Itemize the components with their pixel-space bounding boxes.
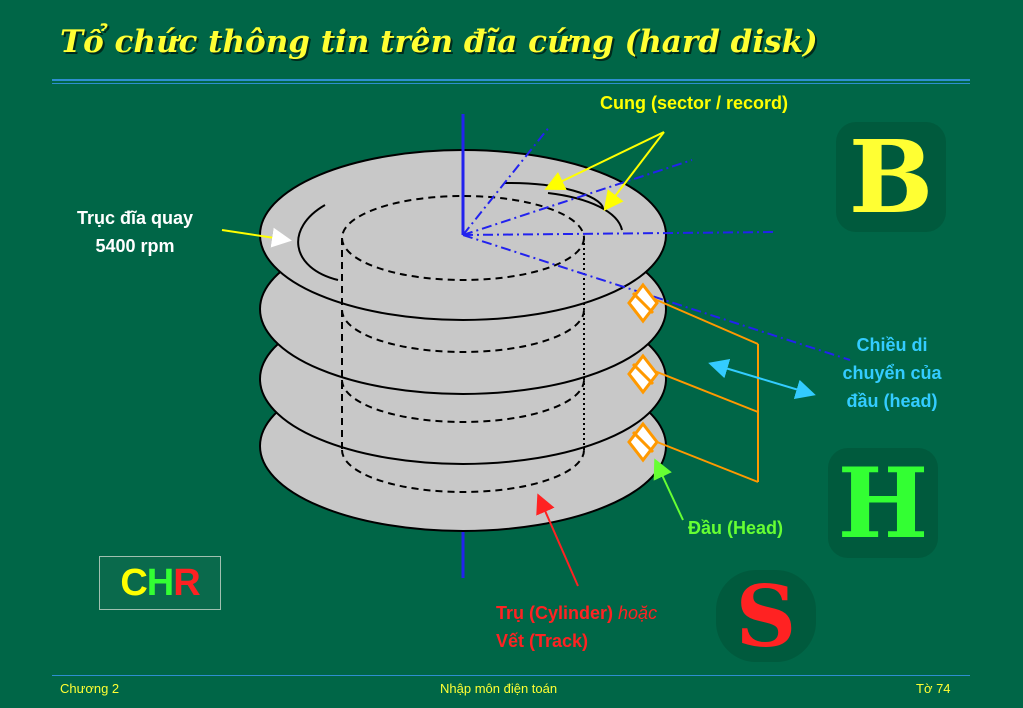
- footer-course: Nhập môn điện toán: [440, 681, 558, 696]
- sector-arc-outer: [504, 181, 604, 209]
- cylinder-arrow: [536, 493, 579, 587]
- title-rule: [52, 79, 970, 81]
- chr-letter-h: H: [146, 561, 174, 604]
- footer-rule: [52, 675, 970, 676]
- rotation-arc: [297, 204, 339, 281]
- cylinder-label-text: Trụ (Cylinder): [496, 603, 614, 623]
- axis-arrow: [221, 227, 292, 248]
- footer-chapter: Chương 2: [60, 681, 120, 696]
- sector-arrow-2: [603, 131, 665, 212]
- decorative-letter-b: B: [836, 118, 946, 236]
- head-arm: [651, 297, 759, 483]
- axis-label: Trục đĩa quay 5400 rpm: [40, 204, 230, 260]
- head-movement-line1: Chiều di: [856, 335, 928, 355]
- cylinder-label: Trụ (Cylinder) hoặc Vết (Track): [496, 599, 657, 655]
- decorative-letter-h: H: [828, 447, 938, 560]
- track-label-text: Vết (Track): [496, 631, 589, 651]
- sector-arrow-1: [544, 131, 665, 191]
- read-write-heads: [627, 282, 659, 463]
- head-movement-line3: đầu (head): [846, 391, 938, 411]
- chr-letter-r: R: [173, 561, 200, 604]
- axis-label-line1: Trục đĩa quay: [76, 208, 194, 228]
- head-movement-label: Chiều di chuyển của đầu (head): [818, 331, 966, 415]
- sector-label: Cung (sector / record): [600, 93, 789, 113]
- decorative-letter-s: S: [716, 567, 816, 666]
- head-arrow: [653, 458, 684, 521]
- move-arrow: [708, 359, 816, 399]
- sector-arc-inner: [547, 192, 623, 231]
- sector-boundaries: [462, 125, 851, 361]
- cylinder-label-or: hoặc: [618, 603, 658, 623]
- footer-page-number: Tờ 74: [916, 681, 951, 696]
- slide-title: Tổ chức thông tin trên đĩa cứng (hard di…: [60, 24, 818, 60]
- title-rule-thin: [52, 83, 970, 84]
- head-label: Đầu (Head): [688, 518, 784, 538]
- axis-label-line2: 5400 rpm: [95, 236, 175, 256]
- head-movement-line2: chuyển của: [842, 363, 942, 383]
- chr-letter-c: C: [120, 561, 147, 604]
